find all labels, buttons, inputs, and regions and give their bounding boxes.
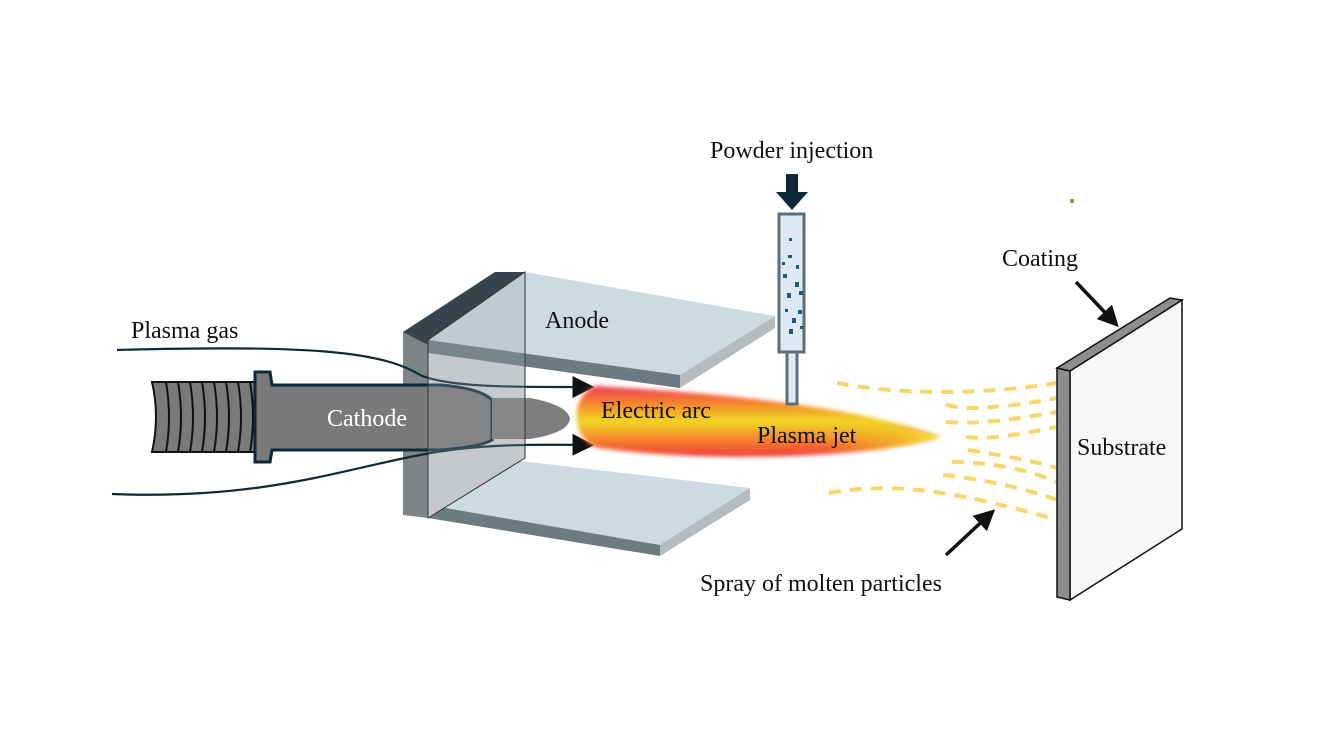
- plasma-jet-label: Plasma jet: [757, 423, 857, 449]
- spray-of-molten-particles: [828, 381, 1058, 522]
- stray-particle: [1070, 199, 1074, 203]
- coating-arrow-icon: [1074, 280, 1119, 328]
- coating-label: Coating: [1002, 246, 1078, 272]
- electric-arc-label: Electric arc: [601, 398, 711, 424]
- plasma-gas-label: Plasma gas: [131, 318, 238, 344]
- spray-arrow-icon: [944, 509, 996, 557]
- powder-injector: [776, 174, 808, 406]
- plasma-jet: [576, 386, 940, 457]
- plasma-gas-line-bottom: [111, 433, 595, 496]
- anode-lower-plate: [428, 450, 750, 556]
- plasma-gas-line-top: [116, 347, 595, 399]
- spray-label: Spray of molten particles: [700, 571, 942, 597]
- substrate-label: Substrate: [1077, 435, 1166, 461]
- substrate: [1055, 297, 1185, 602]
- anode-upper-plate: [428, 272, 775, 388]
- powder-injection-arrow-icon: [776, 174, 808, 210]
- anode-front-panel: [427, 271, 526, 519]
- cathode: [150, 370, 570, 464]
- powder-particles: [782, 238, 803, 334]
- cathode-threads: [165, 381, 254, 453]
- cathode-label: Cathode: [327, 406, 407, 432]
- anode-label: Anode: [545, 308, 609, 334]
- powder-injection-label: Powder injection: [710, 138, 873, 164]
